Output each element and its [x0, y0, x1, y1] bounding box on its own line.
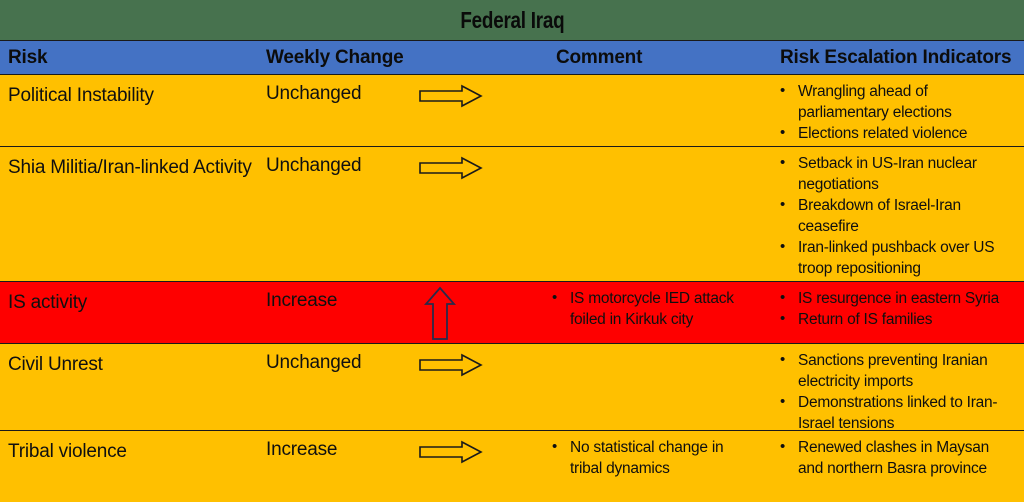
column-header-indicators-label: Risk Escalation Indicators	[780, 46, 1012, 68]
cell-indicators: IS resurgence in eastern Syria Return of…	[764, 282, 1024, 343]
indicator-list: Renewed clashes in Maysan and northern B…	[764, 431, 1024, 479]
column-header-risk-label: Risk	[8, 46, 48, 68]
weekly-change-value: Increase	[266, 439, 338, 460]
column-header-comment: Comment	[540, 47, 764, 69]
table-row: Tribal violence Increase No statistical …	[0, 431, 1024, 502]
indicator-list: Wrangling ahead of parliamentary electio…	[764, 75, 1024, 145]
cell-weekly-change: Increase	[258, 282, 540, 343]
column-header-indicators: Risk Escalation Indicators	[764, 47, 1024, 69]
table-row: Civil Unrest Unchanged Sanctions prevent…	[0, 344, 1024, 432]
cell-indicators: Wrangling ahead of parliamentary electio…	[764, 75, 1024, 146]
cell-risk: Tribal violence	[0, 431, 258, 502]
comment-list	[540, 147, 764, 154]
table-row: IS activity Increase IS motorcycle IED a…	[0, 282, 1024, 344]
slide-title-bar: Federal Iraq	[0, 0, 1024, 40]
risk-table: Risk Weekly Change Comment Risk Escalati…	[0, 40, 1024, 503]
risk-name: Tribal violence	[8, 441, 127, 462]
indicator-list: Setback in US-Iran nuclear negotiations …	[764, 147, 1024, 280]
list-item: Renewed clashes in Maysan and northern B…	[776, 437, 1018, 479]
cell-weekly-change: Unchanged	[258, 344, 540, 430]
list-item: Setback in US-Iran nuclear negotiations	[776, 153, 1018, 195]
cell-comment	[540, 344, 764, 430]
cell-risk: Political Instability	[0, 75, 258, 146]
list-item: Sanctions preventing Iranian electricity…	[776, 350, 1018, 392]
cell-risk: IS activity	[0, 282, 258, 343]
weekly-change-value: Unchanged	[266, 83, 362, 104]
weekly-change-value: Unchanged	[266, 155, 362, 176]
right-arrow-icon	[418, 439, 484, 470]
indicator-list: IS resurgence in eastern Syria Return of…	[764, 282, 1024, 330]
comment-list: IS motorcycle IED attack foiled in Kirku…	[540, 282, 764, 330]
column-header-risk: Risk	[0, 47, 258, 69]
cell-comment: IS motorcycle IED attack foiled in Kirku…	[540, 282, 764, 343]
comment-list	[540, 75, 764, 82]
cell-risk: Shia Militia/Iran-linked Activity	[0, 147, 258, 281]
page-title: Federal Iraq	[460, 6, 564, 33]
list-item: Wrangling ahead of parliamentary electio…	[776, 81, 1018, 123]
comment-list	[540, 344, 764, 351]
table-header-row: Risk Weekly Change Comment Risk Escalati…	[0, 40, 1024, 75]
column-header-weekly-change-label: Weekly Change	[266, 46, 404, 68]
cell-weekly-change: Unchanged	[258, 75, 540, 146]
cell-weekly-change: Unchanged	[258, 147, 540, 281]
list-item: IS motorcycle IED attack foiled in Kirku…	[548, 288, 758, 330]
cell-weekly-change: Increase	[258, 431, 540, 502]
cell-comment	[540, 75, 764, 146]
cell-risk: Civil Unrest	[0, 344, 258, 430]
list-item: IS resurgence in eastern Syria	[776, 288, 1018, 310]
risk-name: Civil Unrest	[8, 354, 103, 375]
list-item: Iran-linked pushback over US troop repos…	[776, 237, 1018, 279]
right-arrow-icon	[418, 352, 484, 383]
right-arrow-icon	[418, 83, 484, 114]
list-item: Elections related violence	[776, 123, 1018, 145]
column-header-comment-label: Comment	[556, 46, 643, 68]
table-row: Political Instability Unchanged Wranglin…	[0, 75, 1024, 147]
up-arrow-icon	[423, 286, 459, 347]
comment-list: No statistical change in tribal dynamics	[540, 431, 764, 479]
list-item: Return of IS families	[776, 309, 1018, 331]
right-arrow-icon	[418, 155, 484, 186]
list-item: No statistical change in tribal dynamics	[548, 437, 758, 479]
cell-indicators: Setback in US-Iran nuclear negotiations …	[764, 147, 1024, 281]
weekly-change-value: Increase	[266, 290, 338, 311]
indicator-list: Sanctions preventing Iranian electricity…	[764, 344, 1024, 434]
list-item: Demonstrations linked to Iran-Israel ten…	[776, 392, 1018, 434]
cell-indicators: Sanctions preventing Iranian electricity…	[764, 344, 1024, 432]
column-header-weekly-change: Weekly Change	[258, 47, 540, 69]
risk-name: Political Instability	[8, 85, 154, 106]
cell-comment: No statistical change in tribal dynamics	[540, 431, 764, 502]
cell-indicators: Renewed clashes in Maysan and northern B…	[764, 431, 1024, 502]
list-item: Breakdown of Israel-Iran ceasefire	[776, 195, 1018, 237]
table-row: Shia Militia/Iran-linked Activity Unchan…	[0, 147, 1024, 282]
weekly-change-value: Unchanged	[266, 352, 362, 373]
risk-name: IS activity	[8, 292, 88, 313]
cell-comment	[540, 147, 764, 281]
risk-name: Shia Militia/Iran-linked Activity	[8, 157, 252, 178]
